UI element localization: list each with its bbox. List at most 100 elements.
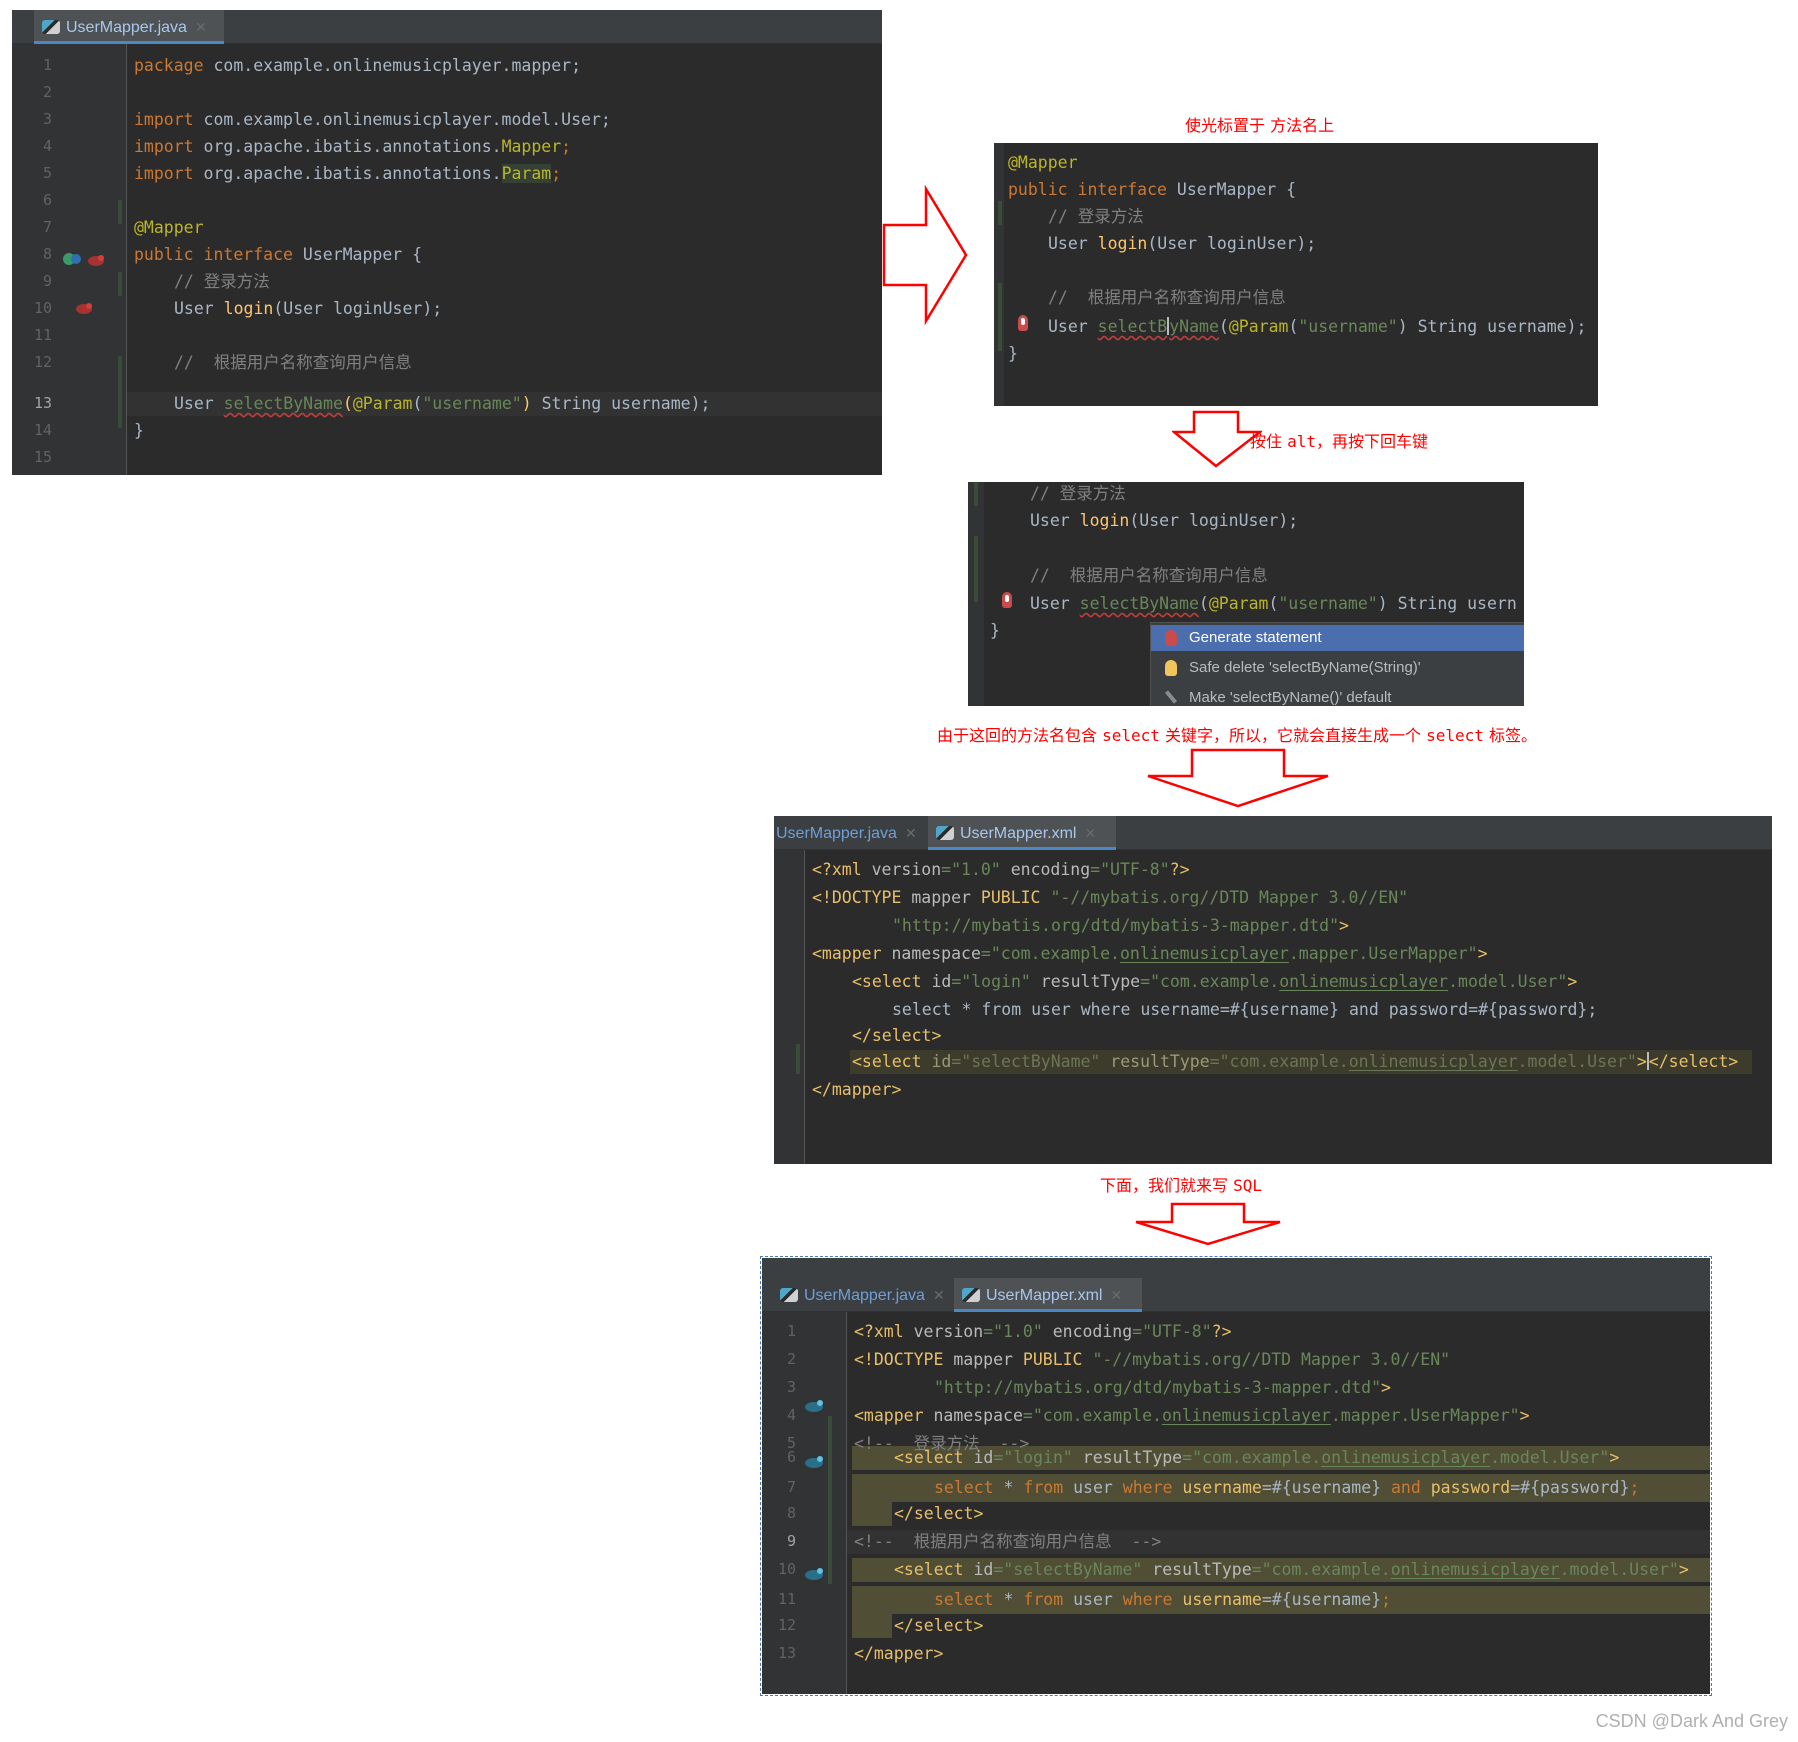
code-line: public interface UserMapper { [1008,180,1297,199]
tab-usermapper-java[interactable]: UserMapper.java✕ [776,825,917,842]
xml-line-6: select * from user where username=#{user… [892,1000,1598,1019]
vcs-change-marker [998,201,1002,225]
sql-highlight [852,1614,892,1638]
xml-line-10: <select id="selectByName" resultType="co… [894,1560,1689,1579]
line-gutter [762,1312,846,1694]
line-number: 2 [786,1350,796,1368]
xml-line-9: </mapper> [812,1080,902,1099]
line-number: 14 [33,421,52,439]
tab-usermapper-java[interactable]: UserMapper.java✕ [34,10,224,44]
tab-usermapper-xml[interactable]: UserMapper.xml✕ [928,816,1116,850]
annotation-write-sql: 下面，我们就来写 SQL [1100,1176,1262,1195]
xml-line-4: <mapper namespace="com.example.onlinemus… [854,1406,1530,1425]
intention-generate-statement[interactable]: Generate statement [1151,625,1524,651]
mybatis-bird-icon[interactable] [86,252,106,266]
xml-line-3: "http://mybatis.org/dtd/mybatis-3-mapper… [934,1378,1391,1397]
line-number: 13 [33,394,52,412]
current-line-highlight [847,1530,1710,1554]
line-number: 4 [786,1406,796,1424]
line-number: 6 [786,1448,796,1466]
line-number: 12 [33,353,52,371]
sql-highlight [852,1586,1710,1614]
down-arrow [1147,748,1329,808]
code-line: User login(User loginUser); [1048,234,1317,253]
vcs-change-marker [974,482,978,506]
xml-line-6: <select id="login" resultType="com.examp… [894,1448,1620,1467]
close-tab-icon[interactable]: ✕ [932,1287,945,1303]
vcs-change-marker [974,536,978,602]
line-number: 15 [33,448,52,466]
intention-make-default[interactable]: Make 'selectByName()' default [1151,685,1524,706]
code-line-14: } [134,421,144,440]
gutter-divider [804,850,805,1164]
mybatis-bird-icon[interactable] [804,1566,824,1580]
sql-highlight [852,1474,1710,1502]
line-number: 6 [42,191,52,209]
annotation-place-cursor: 使光标置于 方法名上 [1185,116,1335,135]
xml-line-5: <select id="login" resultType="com.examp… [852,972,1578,991]
xml-line-11: select * from user where username=#{user… [934,1590,1392,1609]
mybatis-bird-icon[interactable] [804,1454,824,1468]
xml-file-icon [962,1288,980,1302]
line-number: 4 [42,137,52,155]
java-editor-panel-3: // 登录方法 User login(User loginUser); // 根… [968,482,1524,706]
error-bulb-icon[interactable] [1018,315,1028,331]
xml-line-12: </select> [894,1616,984,1635]
xml-comment: <!-- 登录方法 --> [854,1434,1030,1453]
vcs-change-marker [828,1416,832,1584]
mybatis-bird-icon[interactable] [804,1398,824,1412]
line-gutter [994,143,1004,406]
line-number: 3 [42,110,52,128]
right-arrow [882,185,968,325]
line-number: 12 [777,1616,796,1634]
generated-line-highlight [850,1050,1752,1074]
line-number: 11 [777,1590,796,1608]
tab-usermapper-xml[interactable]: UserMapper.xml✕ [954,1278,1142,1312]
xml-line-9: <!-- 根据用户名称查询用户信息 --> [854,1532,1162,1551]
editor-tab-bar: UserMapper.java✕ UserMapper.xml✕ [762,1278,1710,1312]
watermark: CSDN @Dark And Grey [1595,1711,1788,1731]
xml-file-icon [936,826,954,840]
close-tab-icon[interactable]: ✕ [194,19,207,35]
red-bulb-icon [1165,630,1177,646]
gutter-divider [846,1312,847,1694]
tab-usermapper-java[interactable]: UserMapper.java✕ [772,1278,950,1312]
code-line: // 根据用户名称查询用户信息 [1048,288,1286,307]
code-line: } [1008,344,1018,363]
xml-line-3: "http://mybatis.org/dtd/mybatis-3-mapper… [892,916,1349,935]
code-line-1: package com.example.onlinemusicplayer.ma… [134,56,582,75]
annotation-press-alt-enter: 按住 alt，再按下回车键 [1250,432,1429,451]
code-line-3: import com.example.onlinemusicplayer.mod… [134,110,611,129]
method-name-error[interactable]: selectByName [223,394,343,413]
line-number: 7 [786,1478,796,1496]
xml-line-8: <select id="selectByName" resultType="co… [852,1052,1739,1071]
annotation-select-keyword: 由于这回的方法名包含 select 关键字，所以，它就会直接生成一个 selec… [937,726,1537,745]
sql-highlight [852,1558,1710,1582]
xml-line-8: </select> [894,1504,984,1523]
xml-line-2: <!DOCTYPE mapper PUBLIC "-//mybatis.org/… [854,1350,1451,1369]
xml-line-2: <!DOCTYPE mapper PUBLIC "-//mybatis.org/… [812,888,1409,907]
sql-highlight [852,1502,892,1526]
code-line-10: User login(User loginUser); [174,299,443,318]
line-number: 11 [33,326,52,344]
implementation-marker-icon[interactable] [62,250,81,268]
close-tab-icon[interactable]: ✕ [904,825,917,841]
code-line: // 根据用户名称查询用户信息 [1030,566,1268,585]
mybatis-bird-icon[interactable] [74,300,94,314]
close-tab-icon[interactable]: ✕ [1110,1287,1123,1303]
line-number: 13 [777,1644,796,1662]
code-line: @Mapper [1008,153,1078,172]
vcs-change-marker [118,272,122,296]
error-bulb-icon[interactable] [1002,592,1012,608]
close-tab-icon[interactable]: ✕ [1084,825,1097,841]
code-line: // 登录方法 [1048,207,1144,226]
line-number: 10 [33,299,52,317]
line-number: 10 [777,1560,796,1578]
code-line: User selectByName(@Param("username") Str… [1030,594,1517,613]
intention-actions-popup: Generate statement Safe delete 'selectBy… [1150,622,1524,706]
line-number: 8 [42,245,52,263]
intention-safe-delete[interactable]: Safe delete 'selectByName(String)' [1151,655,1524,681]
code-line: User login(User loginUser); [1030,511,1299,530]
java-file-icon [780,1288,798,1302]
gutter-divider [126,44,127,475]
